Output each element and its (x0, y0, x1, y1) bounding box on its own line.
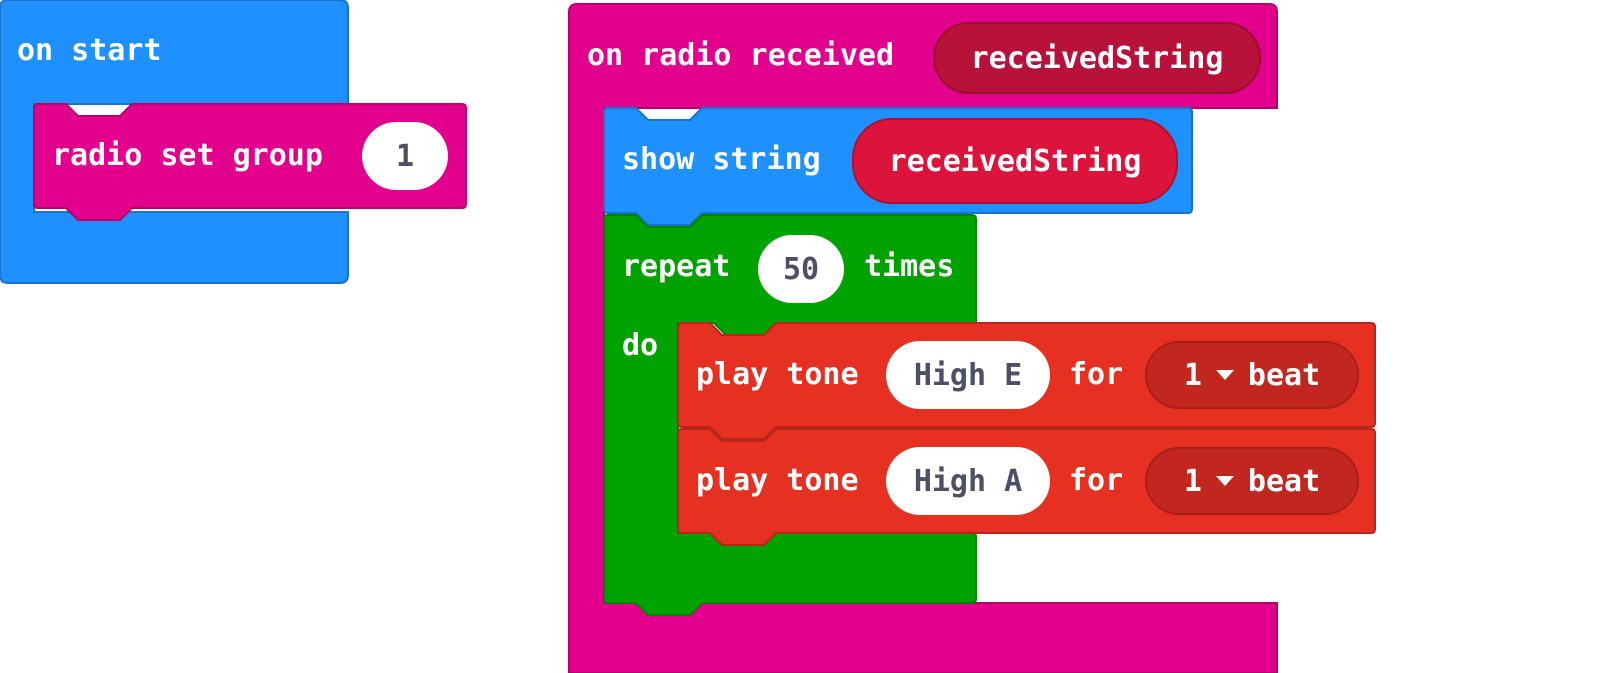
beat-label: beat (1247, 357, 1321, 393)
beat-dropdown[interactable]: 1 beat (1145, 447, 1359, 515)
show-string-variable[interactable]: receivedString (852, 118, 1178, 204)
repeat-count-input[interactable]: 50 (758, 235, 844, 303)
on-start-label: on start (17, 33, 162, 68)
show-string-label: show string (622, 142, 821, 177)
beat-count: 1 (1183, 463, 1202, 499)
tone-note-input[interactable]: High A (886, 447, 1050, 515)
beat-dropdown[interactable]: 1 beat (1145, 341, 1359, 409)
received-string-parameter[interactable]: receivedString (933, 22, 1261, 94)
play-tone-block[interactable]: play tone High A for 1 beat (677, 428, 1376, 554)
play-tone-block[interactable]: play tone High E for 1 beat (677, 322, 1376, 448)
repeat-block[interactable]: repeat 50 times do (603, 214, 977, 622)
beat-count: 1 (1183, 357, 1202, 393)
repeat-block-shape (603, 214, 977, 616)
play-tone-label: play tone (696, 463, 859, 498)
repeat-label: repeat (622, 249, 731, 284)
repeat-do-label: do (622, 328, 659, 363)
radio-set-group-label: radio set group (52, 138, 323, 173)
dropdown-arrow-icon (1215, 476, 1234, 486)
tone-note-input[interactable]: High E (886, 341, 1050, 409)
radio-set-group-block-shape (33, 103, 467, 221)
show-string-block[interactable]: show string receivedString (603, 107, 1193, 234)
radio-set-group-block[interactable]: radio set group 1 (33, 103, 467, 229)
play-tone-label: play tone (696, 357, 859, 392)
dropdown-arrow-icon (1215, 370, 1234, 380)
for-label: for (1069, 357, 1124, 392)
radio-group-number-input[interactable]: 1 (362, 122, 448, 190)
on-radio-received-label: on radio received (587, 38, 895, 73)
for-label: for (1069, 463, 1124, 498)
repeat-times-label: times (864, 249, 955, 284)
beat-label: beat (1247, 463, 1321, 499)
